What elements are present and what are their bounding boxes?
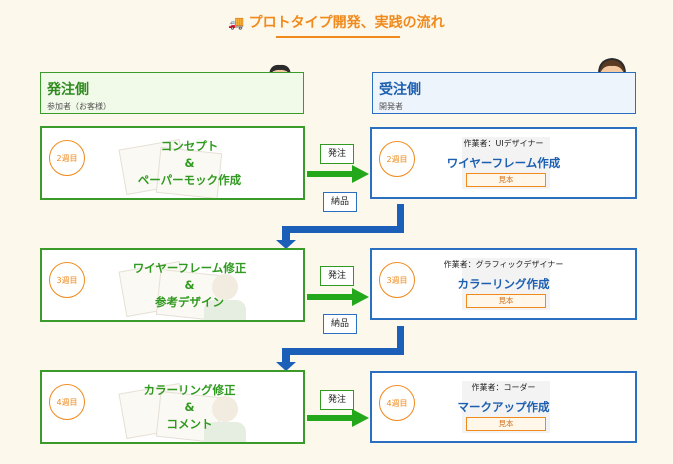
truck-icon: 🚚	[228, 16, 245, 31]
client-step-2: 3週目 ワイヤーフレーム修正 & 参考デザイン	[40, 248, 305, 322]
client-step-3-line-2: &	[184, 400, 195, 414]
delivery-arrow-1-shape	[276, 204, 404, 249]
week-badge-3: 4週目	[49, 384, 85, 420]
delivery-arrow-2-shape	[276, 326, 404, 371]
client-step-2-line-3: 参考デザイン	[155, 295, 224, 309]
vendor-week-badge-2: 3週目	[379, 262, 415, 298]
client-step-1: 2週目 コンセプト & ペーパーモック作成	[40, 126, 305, 200]
reference-design-illustration	[112, 260, 246, 320]
worker-3: 作業者：コーダー	[471, 383, 536, 392]
week-badge-1: 2週目	[49, 140, 85, 176]
vendor-week-badge-3: 4週目	[379, 385, 415, 421]
sample-label-2: 見本	[466, 294, 546, 308]
worker-2: 作業者：グラフィックデザイナー	[443, 260, 564, 269]
vendor-week-badge-1: 2週目	[379, 141, 415, 177]
client-step-3-line-3: コメント	[166, 417, 213, 431]
comment-illustration	[112, 382, 246, 442]
client-step-1-line-3: ペーパーモック作成	[137, 173, 242, 187]
vendor-step-2-title: カラーリング作成	[457, 277, 550, 291]
delivery-label-2: 納品	[323, 314, 357, 334]
order-label-1: 発注	[320, 144, 354, 164]
client-step-1-line-1: コンセプト	[160, 139, 219, 153]
client-side-title: 発注側	[47, 82, 89, 98]
order-arrow-2	[307, 288, 369, 306]
order-label-2: 発注	[320, 266, 354, 286]
worker-1: 作業者：UIデザイナー	[463, 139, 544, 148]
week-badge-2: 3週目	[49, 262, 85, 298]
client-step-3-line-1: カラーリング修正	[143, 383, 236, 397]
sample-label-1: 見本	[466, 173, 546, 187]
vendor-side-subtitle: 開発者	[379, 102, 403, 111]
client-side-header: 発注側 参加者（お客様）	[40, 72, 304, 114]
order-arrow-1	[307, 165, 369, 183]
sample-label-3: 見本	[466, 417, 546, 431]
client-side-subtitle: 参加者（お客様）	[47, 102, 111, 111]
vendor-side-title: 受注側	[379, 82, 421, 98]
vendor-step-1: 2週目 作業者：UIデザイナー ワイヤーフレーム作成 見本	[370, 127, 637, 199]
diagram-title: 🚚プロトタイプ開発、実践の流れ	[228, 15, 445, 31]
client-step-1-line-2: &	[184, 156, 195, 170]
vendor-step-3-title: マークアップ作成	[457, 400, 550, 414]
vendor-step-1-title: ワイヤーフレーム作成	[446, 156, 561, 170]
vendor-step-2: 3週目 作業者：グラフィックデザイナー カラーリング作成 見本	[370, 248, 637, 320]
delivery-label-1: 納品	[323, 192, 357, 212]
client-step-2-line-1: ワイヤーフレーム修正	[132, 261, 247, 275]
client-step-3: 4週目 カラーリング修正 & コメント	[40, 370, 305, 444]
vendor-step-3: 4週目 作業者：コーダー マークアップ作成 見本	[370, 371, 637, 443]
client-step-2-line-2: &	[184, 278, 195, 292]
order-arrow-3	[307, 409, 369, 427]
title-underline	[276, 36, 400, 38]
order-label-3: 発注	[320, 390, 354, 410]
vendor-side-header: 受注側 開発者	[372, 72, 636, 114]
